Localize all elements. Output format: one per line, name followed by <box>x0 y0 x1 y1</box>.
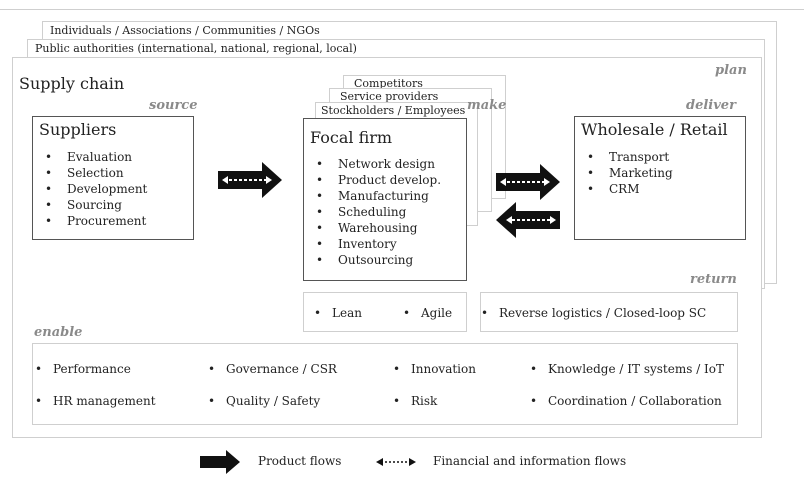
agile-item: Agile <box>403 306 452 320</box>
supplier-to-firm-arrow <box>218 162 282 198</box>
deliver-label: deliver <box>686 98 736 113</box>
enabler-item: HR management <box>35 394 155 408</box>
individuals-label: Individuals / Associations / Communities… <box>50 24 320 37</box>
suppliers-box: Suppliers Evaluation Selection Developme… <box>32 116 194 240</box>
focal-firm-title: Focal firm <box>310 128 393 147</box>
financial-flows-label: Financial and information flows <box>433 454 627 468</box>
enabler-item: Performance <box>35 362 131 376</box>
wholesale-list: Transport Marketing CRM <box>583 149 673 197</box>
enabler-item: Coordination / Collaboration <box>530 394 722 408</box>
stockholders-label: Stockholders / Employees <box>321 104 466 117</box>
focal-firm-box: Focal firm Network design Product develo… <box>303 118 467 281</box>
lean-item: Lean <box>314 306 362 320</box>
list-item: Network design <box>312 156 441 172</box>
product-flow-legend-icon <box>200 450 240 474</box>
list-item: Procurement <box>41 213 147 229</box>
plan-label: plan <box>715 63 747 78</box>
service-providers-label: Service providers <box>340 90 439 103</box>
competitors-label: Competitors <box>354 77 423 90</box>
top-rule <box>0 9 804 10</box>
enablers-box <box>32 343 738 425</box>
list-item: Sourcing <box>41 197 147 213</box>
public-authorities-label: Public authorities (international, natio… <box>35 42 357 55</box>
wholesale-to-firm-return-arrow <box>496 202 560 238</box>
enabler-item: Risk <box>393 394 438 408</box>
enabler-item: Knowledge / IT systems / IoT <box>530 362 724 376</box>
make-label: make <box>467 98 507 113</box>
wholesale-title: Wholesale / Retail <box>581 120 728 139</box>
list-item: Development <box>41 181 147 197</box>
list-item: Outsourcing <box>312 252 441 268</box>
list-item: Warehousing <box>312 220 441 236</box>
return-label: return <box>690 272 737 287</box>
enabler-item: Quality / Safety <box>208 394 320 408</box>
suppliers-title: Suppliers <box>39 120 117 139</box>
enabler-item: Governance / CSR <box>208 362 337 376</box>
list-item: Marketing <box>583 165 673 181</box>
list-item: Evaluation <box>41 149 147 165</box>
source-label: source <box>149 98 198 113</box>
enabler-item: Innovation <box>393 362 476 376</box>
list-item: Manufacturing <box>312 188 441 204</box>
reverse-logistics-item: Reverse logistics / Closed-loop SC <box>481 306 706 320</box>
list-item: CRM <box>583 181 673 197</box>
enable-label: enable <box>34 325 83 340</box>
suppliers-list: Evaluation Selection Development Sourcin… <box>41 149 147 229</box>
list-item: Inventory <box>312 236 441 252</box>
list-item: Product develop. <box>312 172 441 188</box>
list-item: Transport <box>583 149 673 165</box>
financial-flow-legend-icon <box>376 458 416 466</box>
firm-to-wholesale-arrow <box>496 164 560 200</box>
product-flows-label: Product flows <box>258 454 342 468</box>
supply-chain-title: Supply chain <box>19 74 125 93</box>
list-item: Scheduling <box>312 204 441 220</box>
wholesale-box: Wholesale / Retail Transport Marketing C… <box>574 116 746 240</box>
list-item: Selection <box>41 165 147 181</box>
focal-firm-list: Network design Product develop. Manufact… <box>312 156 441 268</box>
